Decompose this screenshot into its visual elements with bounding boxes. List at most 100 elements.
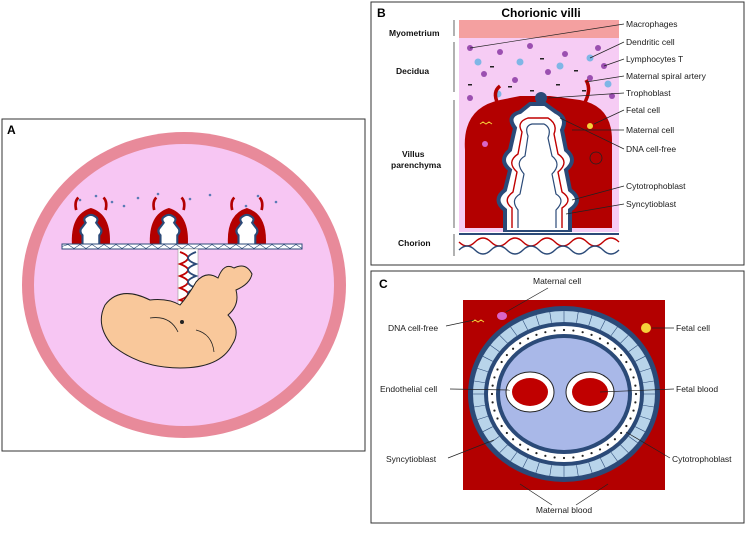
syncytio-segment xyxy=(499,444,508,453)
syncytio-segment xyxy=(628,436,638,444)
maternal-cells-dots xyxy=(78,192,278,208)
cytotropho-nucleus xyxy=(535,333,538,336)
syncytio-segment xyxy=(576,465,579,477)
syncytio-segment xyxy=(549,311,552,323)
cytotropho-nucleus xyxy=(491,384,494,387)
label-c-dna: DNA cell-free xyxy=(388,323,438,333)
villus-b xyxy=(464,79,612,234)
label-c-maternal-cell: Maternal cell xyxy=(533,276,581,286)
cytotropho-nucleus xyxy=(491,401,494,404)
label-c-maternal-blood: Maternal blood xyxy=(536,505,593,515)
syncytio-segment xyxy=(510,326,518,336)
panel-a-letter: A xyxy=(7,123,16,137)
syncytio-segment xyxy=(576,311,579,323)
cytotropho-nucleus xyxy=(511,438,515,441)
zone-myometrium: Myometrium xyxy=(389,28,440,38)
cytotropho-nucleus xyxy=(526,337,530,340)
cytotropho-nucleus xyxy=(493,409,496,412)
syncytio-segment xyxy=(600,458,606,469)
syncytio-segment xyxy=(628,344,638,352)
cytotropho-nucleus xyxy=(581,454,584,457)
panel-b-title: Chorionic villi xyxy=(501,6,580,20)
label-dna-cell-free: DNA cell-free xyxy=(626,144,676,154)
syncytio-segment xyxy=(535,462,540,474)
cytotropho-nucleus xyxy=(505,353,508,357)
cytotropho-nucleus xyxy=(625,424,628,428)
dna-fragment xyxy=(471,319,485,323)
cytotropho-nucleus xyxy=(598,337,602,340)
cytotropho-nucleus xyxy=(606,443,609,446)
syncytio-segment xyxy=(477,368,489,373)
cytotropho-nucleus xyxy=(526,448,530,451)
syncytio-segment xyxy=(482,356,493,362)
syncytio-segment xyxy=(482,426,493,432)
chorion-plate-b xyxy=(459,232,619,256)
cytotropho-nucleus xyxy=(535,452,538,455)
cytotropho-nucleus xyxy=(606,342,609,345)
cytotropho-nucleus xyxy=(553,329,556,332)
label-maternal-cell: Maternal cell xyxy=(626,125,674,135)
syncytio-segment xyxy=(620,335,629,344)
syncytio-segment xyxy=(477,415,489,420)
syncytio-segment xyxy=(588,462,593,474)
cytotropho-nucleus xyxy=(625,360,628,364)
syncytio-segment xyxy=(588,314,593,326)
syncytio-segment xyxy=(549,465,552,477)
label-dendritic-cell: Dendritic cell xyxy=(626,37,675,47)
label-c-syncytioblast: Syncytioblast xyxy=(386,454,437,464)
syncytio-segment xyxy=(535,314,540,326)
label-c-cytotrophoblast: Cytotrophoblast xyxy=(672,454,732,464)
label-spiral-artery: Maternal spiral artery xyxy=(626,71,707,81)
syncytio-segment xyxy=(610,452,618,462)
syncytio-segment xyxy=(522,319,528,330)
cytotropho-nucleus xyxy=(519,443,522,446)
cytotropho-nucleus xyxy=(634,401,637,404)
cytotropho-nucleus xyxy=(634,392,638,396)
label-c-endothelial: Endothelial cell xyxy=(380,384,437,394)
myometrium-layer xyxy=(459,20,619,38)
label-fetal-cell: Fetal cell xyxy=(626,105,660,115)
cytotropho-nucleus xyxy=(496,417,499,420)
syncytio-segment xyxy=(522,458,528,469)
cytotropho-nucleus xyxy=(562,328,566,332)
cytotropho-nucleus xyxy=(620,353,623,357)
cytotropho-nucleus xyxy=(572,329,575,332)
zone-chorion: Chorion xyxy=(398,238,431,248)
syncytio-segment xyxy=(510,452,518,462)
panel-a: A xyxy=(1,118,366,452)
cytotropho-nucleus xyxy=(544,331,547,334)
syncytio-segment xyxy=(635,356,646,362)
syncytio-segment xyxy=(474,404,486,408)
cytotropho-nucleus xyxy=(598,448,602,451)
cytotropho-nucleus xyxy=(553,456,556,459)
label-cytotrophoblast: Cytotrophoblast xyxy=(626,181,686,191)
cytotropho-nucleus xyxy=(572,456,575,459)
maternal-cell-dot xyxy=(497,312,507,320)
cytotropho-nucleus xyxy=(519,342,522,345)
syncytio-segment xyxy=(490,344,500,352)
zone-decidua: Decidua xyxy=(396,66,429,76)
syncytio-segment xyxy=(490,436,500,444)
syncytio-segment xyxy=(610,326,618,336)
label-syncytioblast: Syncytioblast xyxy=(626,199,677,209)
cytotropho-nucleus xyxy=(632,409,635,412)
panel-b: B Chorionic villi Myometrium Decidua Vil… xyxy=(370,1,745,266)
syncytio-segment xyxy=(639,415,651,420)
cytotropho-nucleus xyxy=(590,333,593,336)
cytotropho-nucleus xyxy=(511,347,515,350)
syncytio-segment xyxy=(474,380,486,384)
cytotropho-nucleus xyxy=(634,384,637,387)
cytotropho-nucleus xyxy=(496,368,499,371)
syncytio-segment xyxy=(635,426,646,432)
cytotropho-nucleus xyxy=(562,456,566,460)
cytotropho-nucleus xyxy=(505,431,508,435)
cytotropho-nucleus xyxy=(493,376,496,379)
label-macrophages: Macrophages xyxy=(626,19,678,29)
cytotropho-nucleus xyxy=(590,452,593,455)
cytotropho-nucleus xyxy=(500,360,503,364)
label-c-fetal-cell: Fetal cell xyxy=(676,323,710,333)
capillary-right xyxy=(565,371,615,413)
panel-c-letter: C xyxy=(379,277,388,291)
cytotropho-nucleus xyxy=(629,417,632,420)
